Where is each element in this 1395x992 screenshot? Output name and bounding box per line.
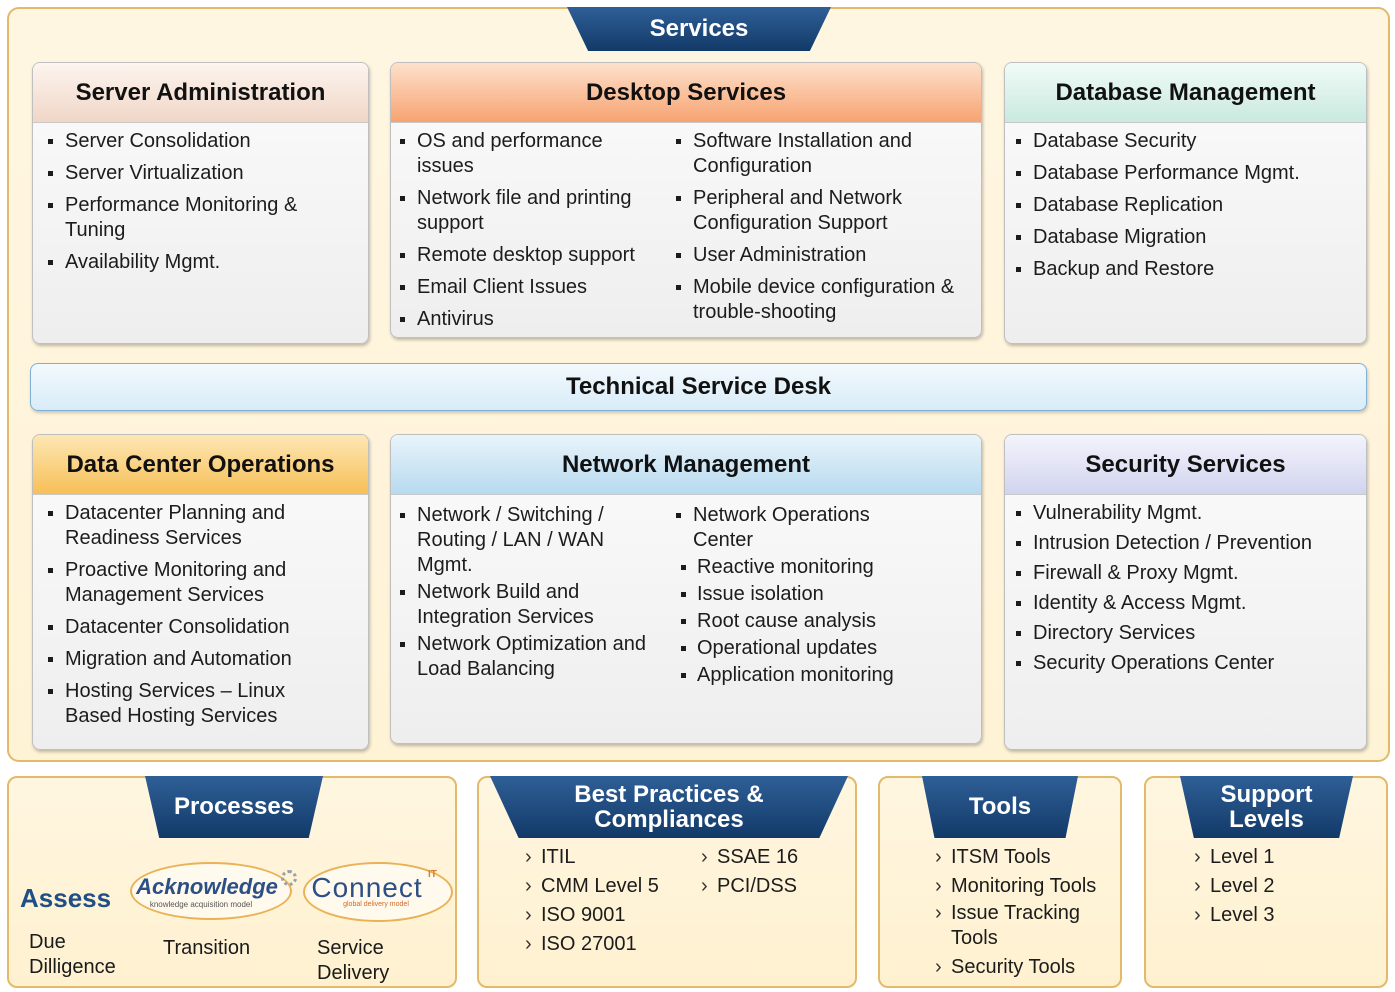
connect-logo [303, 862, 453, 922]
tools-tab: Tools [922, 776, 1078, 838]
support-levels-list: Level 1 Level 2 Level 3 [1192, 843, 1275, 930]
best-practices-list-right: SSAE 16 PCI/DSS [699, 843, 798, 901]
list-item: Level 1 [1192, 843, 1275, 872]
server-administration-title: Server Administration [33, 63, 368, 123]
desktop-services-list-left: OS and performance issues Network file a… [391, 129, 661, 332]
list-item: Security Tools [933, 953, 1118, 982]
list-item: Datacenter Consolidation [39, 615, 360, 640]
list-item: Level 3 [1192, 901, 1275, 930]
database-management-list: Database Security Database Performance M… [1005, 123, 1366, 282]
security-services-title: Security Services [1005, 435, 1366, 495]
list-item: Server Virtualization [39, 161, 360, 186]
list-item: Network file and printing support [391, 186, 661, 236]
list-item: Software Installation and Configuration [667, 129, 947, 179]
connect-logo-text: Connect [311, 872, 423, 903]
server-administration-card: Server Administration Server Consolidati… [32, 62, 369, 344]
list-item: PCI/DSS [699, 872, 798, 901]
list-item: Database Security [1007, 129, 1358, 154]
list-item: ITSM Tools [933, 843, 1118, 872]
process-step-service-delivery: Service Delivery [317, 937, 390, 984]
security-services-card: Security Services Vulnerability Mgmt. In… [1004, 434, 1367, 750]
network-operations-center-list: Network Operations Center [667, 503, 979, 553]
list-item: Email Client Issues [391, 275, 661, 300]
list-item: Database Replication [1007, 193, 1358, 218]
list-item: Peripheral and Network Configuration Sup… [667, 186, 937, 236]
list-item: Network Operations Center [667, 503, 897, 553]
list-item: Intrusion Detection / Prevention [1007, 531, 1358, 556]
list-item: Issue isolation [667, 582, 979, 607]
list-item: Antivirus [391, 307, 661, 332]
connect-logo-tagline: global delivery model [343, 901, 409, 908]
list-item: ISO 27001 [523, 930, 659, 959]
network-management-card: Network Management Network / Switching /… [390, 434, 982, 744]
desktop-services-list-right: Software Installation and Configuration … [667, 129, 979, 325]
services-tab: Services [567, 7, 831, 51]
process-step-transition: Transition [163, 937, 251, 959]
list-item: Database Migration [1007, 225, 1358, 250]
list-item: Network / Switching / Routing / LAN / WA… [391, 503, 631, 578]
list-item: OS and performance issues [391, 129, 631, 179]
desktop-services-title: Desktop Services [391, 63, 981, 123]
processes-tab: Processes [145, 776, 323, 838]
list-item: Vulnerability Mgmt. [1007, 501, 1358, 526]
connect-logo-superscript: IT [428, 869, 437, 880]
list-item: Identity & Access Mgmt. [1007, 591, 1358, 616]
security-services-list: Vulnerability Mgmt. Intrusion Detection … [1005, 495, 1366, 676]
list-item: Mobile device configuration & trouble-sh… [667, 275, 977, 325]
acknowledge-logo-text: Acknowledge [136, 874, 278, 899]
best-practices-list-left: ITIL CMM Level 5 ISO 9001 ISO 27001 [523, 843, 659, 959]
list-item: Performance Monitoring & Tuning [39, 193, 309, 243]
list-item: Datacenter Planning and Readiness Servic… [39, 501, 309, 551]
list-item: Reactive monitoring [667, 555, 979, 580]
list-item: ITIL [523, 843, 659, 872]
list-item: Remote desktop support [391, 243, 661, 268]
list-item: Network Build and Integration Services [391, 580, 631, 630]
list-item: Backup and Restore [1007, 257, 1358, 282]
network-management-title: Network Management [391, 435, 981, 495]
acknowledge-logo [130, 862, 292, 920]
list-item: CMM Level 5 [523, 872, 659, 901]
list-item: Security Operations Center [1007, 651, 1358, 676]
network-operations-center-sublist: Reactive monitoring Issue isolation Root… [667, 555, 979, 688]
list-item: Proactive Monitoring and Management Serv… [39, 558, 314, 608]
desktop-services-card: Desktop Services OS and performance issu… [390, 62, 982, 338]
list-item: Migration and Automation [39, 647, 360, 672]
server-administration-list: Server Consolidation Server Virtualizati… [33, 123, 368, 275]
data-center-operations-card: Data Center Operations Datacenter Planni… [32, 434, 369, 750]
list-item: User Administration [667, 243, 979, 268]
acknowledge-logo-tagline: knowledge acquisition model [149, 900, 253, 909]
list-item: ISO 9001 [523, 901, 659, 930]
technical-service-desk-bar: Technical Service Desk [30, 363, 1367, 411]
list-item: Issue Tracking Tools [933, 901, 1098, 951]
list-item: Server Consolidation [39, 129, 360, 154]
network-management-list-left: Network / Switching / Routing / LAN / WA… [391, 503, 667, 682]
list-item: Network Optimization and Load Balancing [391, 632, 666, 682]
list-item: Directory Services [1007, 621, 1358, 646]
list-item: Root cause analysis [667, 609, 979, 634]
list-item: Hosting Services – Linux Based Hosting S… [39, 679, 309, 729]
process-step-due-dilligence: Due Dilligence [29, 931, 116, 978]
list-item: Monitoring Tools [933, 872, 1118, 901]
acknowledge-swirl-icon [281, 870, 297, 886]
list-item: Level 2 [1192, 872, 1275, 901]
data-center-operations-list: Datacenter Planning and Readiness Servic… [33, 495, 368, 729]
list-item: Database Performance Mgmt. [1007, 161, 1358, 186]
support-levels-tab: Support Levels [1180, 776, 1353, 838]
best-practices-tab: Best Practices & Compliances [490, 776, 848, 838]
list-item: Operational updates [667, 636, 979, 661]
database-management-title: Database Management [1005, 63, 1366, 123]
list-item: Availability Mgmt. [39, 250, 360, 275]
list-item: Application monitoring [667, 663, 979, 688]
list-item: SSAE 16 [699, 843, 798, 872]
data-center-operations-title: Data Center Operations [33, 435, 368, 495]
tools-list: ITSM Tools Monitoring Tools Issue Tracki… [933, 843, 1118, 982]
list-item: Firewall & Proxy Mgmt. [1007, 561, 1358, 586]
assess-label: Assess [20, 883, 112, 913]
database-management-card: Database Management Database Security Da… [1004, 62, 1367, 344]
